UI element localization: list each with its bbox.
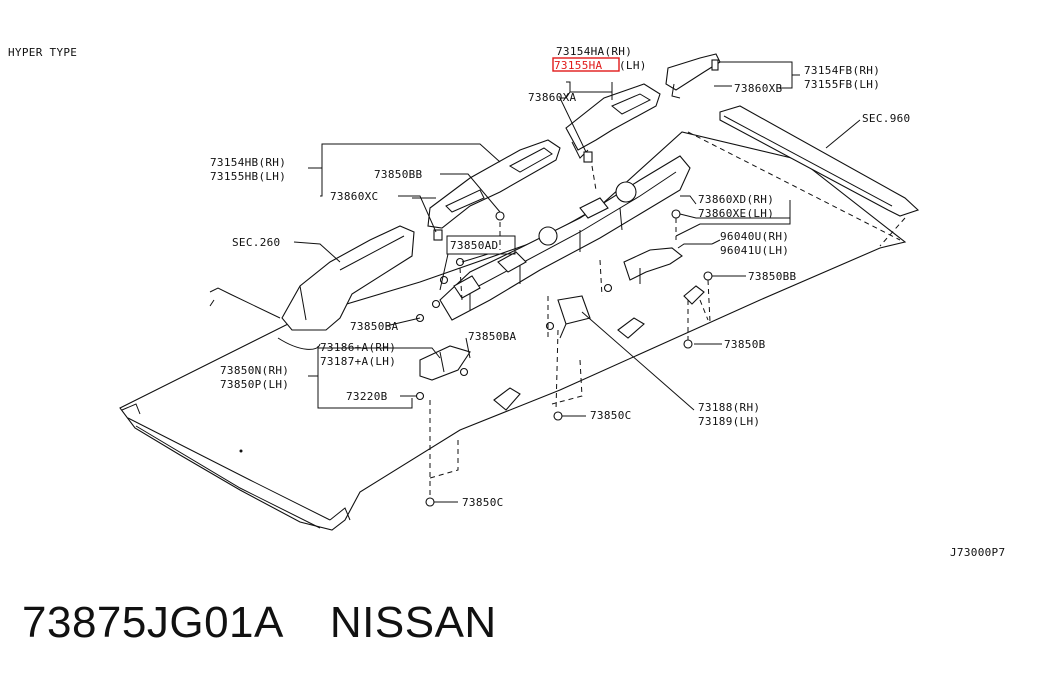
- label-73154FB: 73154FB(RH): [804, 64, 880, 77]
- label-73186: 73186+A(RH): [320, 341, 396, 354]
- highlight-box: [552, 57, 620, 72]
- label-73155HA-side: (LH): [619, 59, 647, 72]
- parts-diagram: HYPER TYPE J73000P7 73154HA(RH) 73155HA …: [8, 45, 1005, 559]
- assembly-lines: [429, 165, 711, 496]
- label-73850P: 73850P(LH): [220, 378, 289, 391]
- mid-cover-73154HB: [427, 139, 561, 241]
- label-96040U: 96040U(RH): [720, 230, 789, 243]
- type-label: HYPER TYPE: [8, 46, 77, 59]
- drawing-code: J73000P7: [950, 546, 1005, 559]
- label-73850AD: 73850AD: [450, 239, 498, 252]
- label-sec960: SEC.960: [862, 112, 910, 125]
- label-73850BB-right: 73850BB: [748, 270, 797, 283]
- part-number: 73875JG01A: [22, 598, 284, 647]
- label-73850B: 73850B: [724, 338, 766, 351]
- label-96041U: 96041U(LH): [720, 244, 789, 257]
- label-73850BA-right: 73850BA: [468, 330, 517, 343]
- label-73860XB: 73860XB: [734, 82, 783, 95]
- label-73850C-low: 73850C: [462, 496, 504, 509]
- label-73187: 73187+A(LH): [320, 355, 396, 368]
- label-73154HA: 73154HA(RH): [556, 45, 632, 58]
- bracket-73188: [557, 295, 591, 339]
- left-rail-sec260: [209, 225, 415, 331]
- front-cover-73154HA: [565, 83, 661, 163]
- label-sec260: SEC.260: [232, 236, 280, 249]
- label-73155HB: 73155HB(LH): [210, 170, 286, 183]
- label-73850N: 73850N(RH): [220, 364, 289, 377]
- label-73220B: 73220B: [346, 390, 388, 403]
- footer-caption: 73875JG01A NISSAN: [22, 598, 497, 648]
- label-73860XC: 73860XC: [330, 190, 378, 203]
- label-73188: 73188(RH): [698, 401, 760, 414]
- label-73850C-mid: 73850C: [590, 409, 632, 422]
- label-73155HA-code: 73155HA: [554, 59, 603, 72]
- label-73155FB: 73155FB(LH): [804, 78, 880, 91]
- label-73860XA: 73860XA: [528, 91, 577, 104]
- center-console-frame: [439, 155, 691, 321]
- sec960-plate: [687, 105, 920, 247]
- bracket-96040U: [623, 247, 683, 284]
- label-73189: 73189(LH): [698, 415, 760, 428]
- labels: HYPER TYPE J73000P7 73154HA(RH) 73155HA …: [8, 45, 1005, 559]
- label-73850BA-left: 73850BA: [350, 320, 399, 333]
- leader-lines: [293, 61, 861, 503]
- lower-brackets: [493, 285, 705, 411]
- label-73850BB-top: 73850BB: [374, 168, 423, 181]
- label-73860XE: 73860XE(LH): [698, 207, 774, 220]
- brand-name: NISSAN: [329, 598, 497, 647]
- label-73860XD: 73860XD(RH): [698, 193, 774, 206]
- bracket-73186: [419, 345, 471, 381]
- label-73154HB: 73154HB(RH): [210, 156, 286, 169]
- rear-cover-73154FB: [665, 53, 721, 99]
